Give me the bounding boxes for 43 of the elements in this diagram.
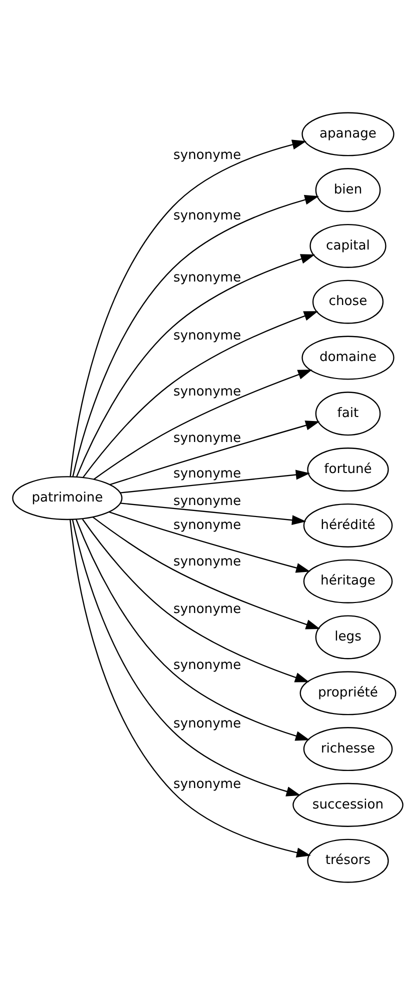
- edge-label: synonyme: [173, 270, 242, 286]
- node-ellipse: legs: [315, 615, 381, 660]
- arrow: [108, 511, 310, 573]
- edge-label: synonyme: [173, 518, 242, 533]
- edge-label: synonyme: [173, 602, 242, 618]
- arrow: [93, 370, 312, 480]
- edge-label: synonyme: [173, 328, 242, 344]
- node-ellipse: trésors: [307, 838, 389, 883]
- arrow: [72, 519, 301, 796]
- edge-label: synonyme: [173, 148, 242, 163]
- edge-label: synonyme: [173, 777, 242, 792]
- arrow: [70, 520, 311, 858]
- node-ellipse: propriété: [300, 671, 396, 716]
- arrow: [82, 311, 318, 478]
- node-ellipse: richesse: [303, 727, 393, 772]
- node-ellipse: fortuné: [307, 448, 389, 492]
- node-ellipse: domaine: [302, 336, 394, 380]
- arrow: [70, 140, 306, 476]
- edge-label: synonyme: [173, 208, 242, 224]
- edge-label: synonyme: [173, 466, 242, 482]
- arrow: [76, 519, 310, 741]
- node-ellipse: chose: [312, 280, 384, 324]
- arrow: [120, 470, 310, 494]
- edge-label: synonyme: [173, 430, 242, 446]
- arrow: [76, 254, 316, 478]
- edge-label: synonyme: [173, 494, 242, 509]
- arrow: [72, 194, 319, 477]
- edge-label: synonyme: [173, 658, 242, 674]
- arrow: [82, 518, 310, 682]
- node-ellipse: capital: [310, 224, 386, 268]
- node-ellipse: succession: [292, 782, 404, 827]
- node-ellipse: héritage: [303, 559, 393, 604]
- edge-label: synonyme: [173, 384, 242, 400]
- node-ellipse: patrimoine: [12, 476, 122, 520]
- node-ellipse: bien: [315, 168, 381, 212]
- node-ellipse: hérédité: [303, 503, 393, 548]
- node-ellipse: fait: [315, 392, 381, 436]
- edge-label: synonyme: [173, 554, 242, 570]
- node-ellipse: apanage: [302, 112, 394, 156]
- edge-label: synonyme: [173, 716, 242, 732]
- arrow: [120, 502, 306, 526]
- arrow: [92, 516, 320, 630]
- arrow: [110, 420, 320, 486]
